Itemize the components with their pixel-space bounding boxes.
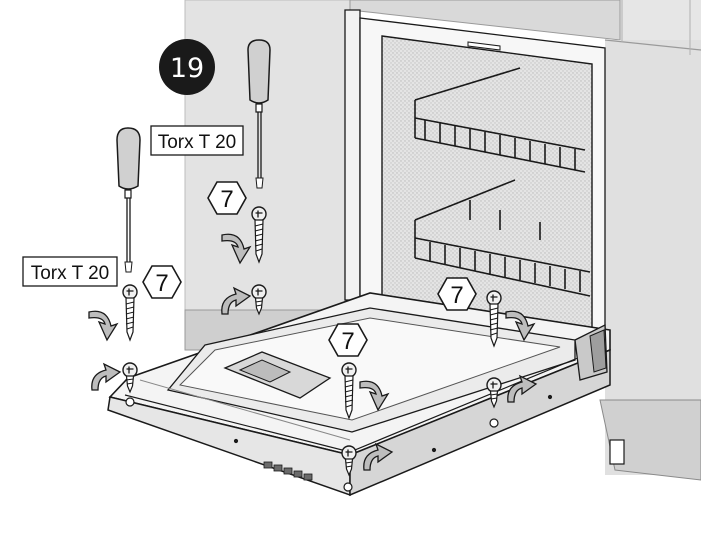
part-hexagon-icon: 7 <box>142 265 182 299</box>
tool-label-text: Torx T 20 <box>158 132 237 153</box>
tool-label-text: Torx T 20 <box>31 263 110 284</box>
lower-rack <box>414 179 591 297</box>
part-hexagon-icon: 7 <box>207 181 247 215</box>
control-buttons <box>263 461 313 481</box>
step-badge: 19 <box>159 39 215 95</box>
step-number: 19 <box>170 53 204 84</box>
dishwasher-tub <box>344 9 606 331</box>
rotate-arrow-icon <box>88 310 118 341</box>
part-hexagon-icon: 7 <box>437 277 477 311</box>
part-hexagon-icon: 7 <box>328 323 368 357</box>
rotate-arrow-icon <box>91 363 121 391</box>
upper-rack <box>414 67 586 173</box>
part-ref-label: 7 <box>450 282 463 309</box>
tool-label-left: Torx T 20 <box>22 256 118 287</box>
screwdriver-icon <box>247 39 271 189</box>
part-ref-label: 7 <box>341 328 354 355</box>
tool-label-right: Torx T 20 <box>150 125 244 156</box>
screwdriver-icon <box>116 127 141 273</box>
part-ref-label: 7 <box>220 186 233 213</box>
screw-icon <box>122 284 138 341</box>
part-ref-label: 7 <box>155 270 168 297</box>
open-door <box>107 292 611 497</box>
